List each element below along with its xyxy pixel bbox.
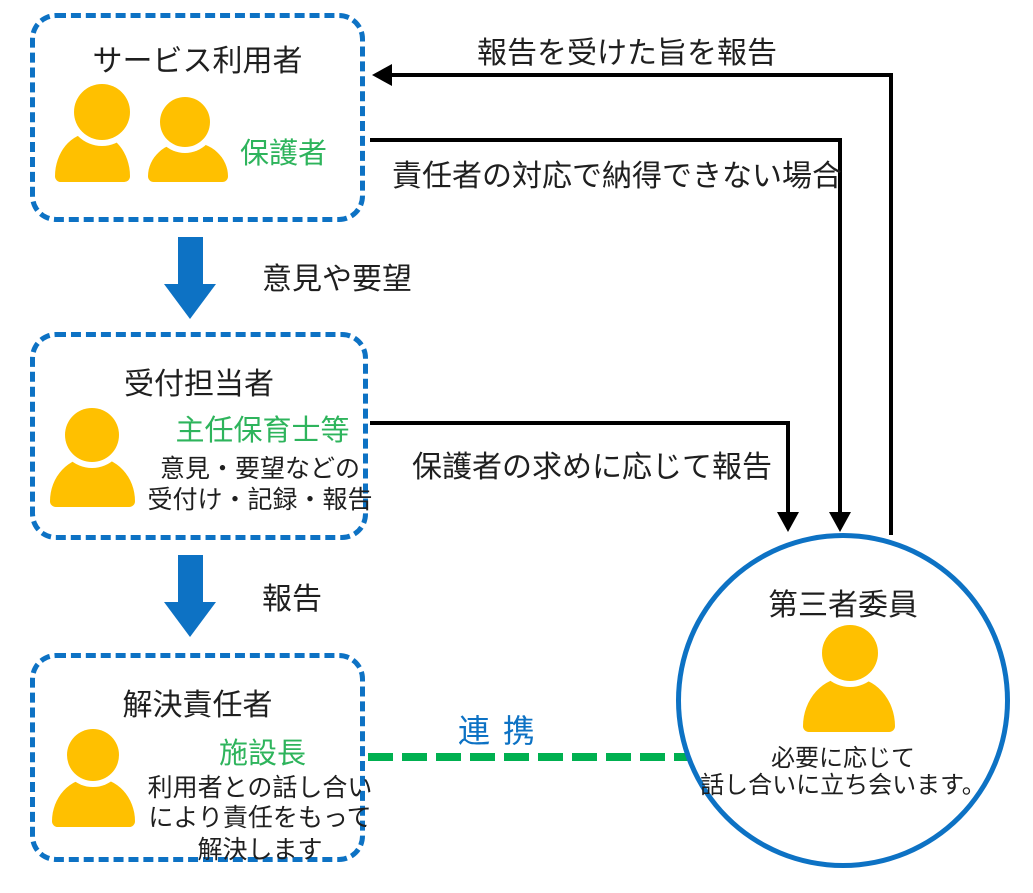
arrowhead-down-icon xyxy=(829,512,851,532)
arrow-shaft xyxy=(178,237,203,284)
report-on-request-line-v xyxy=(786,421,790,514)
arrow-tip xyxy=(164,284,216,319)
service-users-box: サービス利用者 保護者 xyxy=(30,13,365,222)
reception-desc-line-1: 意見・要望などの xyxy=(159,455,360,483)
report-on-request-line-h xyxy=(370,421,790,425)
reception-title: 受付担当者 xyxy=(124,368,274,401)
resolver-title: 解決責任者 xyxy=(122,689,273,722)
not-satisfied-line-v xyxy=(838,138,842,514)
report-received-line-v xyxy=(889,73,893,535)
service-users-role-label: 保護者 xyxy=(240,138,328,170)
not-satisfied-line-h xyxy=(370,138,842,142)
arrowhead-down-icon xyxy=(777,512,799,532)
person-torso xyxy=(803,677,895,732)
down-arrow-icon-opinions xyxy=(164,237,217,319)
third-party-title: 第三者委員 xyxy=(768,589,918,622)
person-torso xyxy=(52,778,135,827)
report-received-line-h xyxy=(390,73,893,77)
resolver-desc-line-3: 解決します xyxy=(197,836,323,864)
person-head xyxy=(67,729,119,781)
arrowhead-left-icon xyxy=(372,64,392,86)
person-head xyxy=(74,84,130,140)
resolver-box: 解決責任者 施設長 利用者との話し合い により責任をもって 解決します xyxy=(30,653,372,864)
third-party-desc-line-2: 話し合いに立ち会います。 xyxy=(700,772,986,799)
arrow-shaft xyxy=(178,555,203,602)
person-head xyxy=(65,408,119,462)
person-torso xyxy=(50,457,135,507)
report-received-label: 報告を受けた旨を報告 xyxy=(477,37,777,70)
not-satisfied-label: 責任者の対応で納得できない場合 xyxy=(392,160,842,193)
service-users-title: サービス利用者 xyxy=(92,45,303,78)
person-torso xyxy=(148,142,228,182)
reception-desc-line-2: 受付け・記録・報告 xyxy=(147,486,373,514)
reception-role-label: 主任保育士等 xyxy=(175,415,350,447)
resolver-desc-line-1: 利用者との話し合い xyxy=(147,774,373,802)
opinions-label: 意見や要望 xyxy=(262,263,412,296)
resolver-role-label: 施設長 xyxy=(218,738,306,770)
person-torso xyxy=(55,133,130,182)
person-head xyxy=(160,97,210,147)
third-party-desc-line-1: 必要に応じて xyxy=(771,745,915,772)
report-label: 報告 xyxy=(262,583,322,616)
cooperation-dashed-line xyxy=(368,753,690,761)
reception-box: 受付担当者 主任保育士等 意見・要望などの 受付け・記録・報告 xyxy=(30,332,373,540)
arrow-tip xyxy=(164,602,216,637)
cooperation-label: 連 携 xyxy=(458,713,537,749)
down-arrow-icon-report xyxy=(164,555,217,637)
resolver-desc-line-2: により責任をもって xyxy=(148,804,372,832)
report-on-request-label: 保護者の求めに応じて報告 xyxy=(412,451,772,484)
third-party-committee-circle: 第三者委員 必要に応じて 話し合いに立ち会います。 xyxy=(676,533,1010,868)
person-head xyxy=(822,625,878,681)
